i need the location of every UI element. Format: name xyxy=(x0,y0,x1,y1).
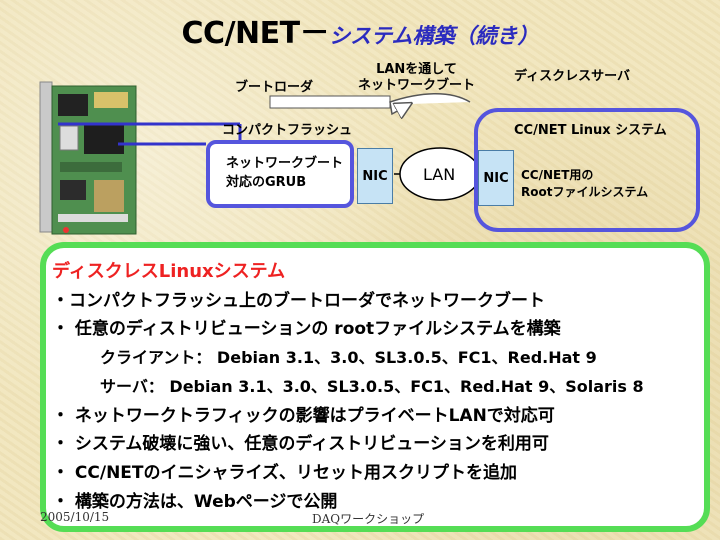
footer-event: DAQワークショップ xyxy=(312,510,424,527)
rootfs-label: CC/NET用の Rootファイルシステム xyxy=(521,167,648,201)
compact-flash-label: コンパクトフラッシュ xyxy=(222,123,352,139)
rootfs-line-1: CC/NET用の xyxy=(521,167,648,184)
grub-line-2: 対応のGRUB xyxy=(226,174,343,193)
footer-date: 2005/10/15 xyxy=(40,510,109,524)
grub-line-1: ネットワークブート xyxy=(226,155,343,174)
feature-heading: ディスクレスLinuxシステム xyxy=(52,258,644,287)
lan-boot-line-1: LANを通して xyxy=(358,62,475,78)
grub-label: ネットワークブート 対応のGRUB xyxy=(226,155,343,193)
feature-subitem-server: サーバ： Debian 3.1、3.0、SL3.0.5、FC1、Red.Hat … xyxy=(52,373,644,402)
lan-label: LAN xyxy=(423,165,455,184)
feature-item: ・ 任意のディストリビューションの rootファイルシステムを構築 xyxy=(52,315,644,344)
nic-left: NIC xyxy=(357,148,393,204)
feature-item: ・ CC/NETのイニシャライズ、リセット用スクリプトを追加 xyxy=(52,459,644,488)
lan-boot-label: LANを通して ネットワークブート xyxy=(358,62,475,93)
rootfs-line-2: Rootファイルシステム xyxy=(521,184,648,201)
network-boot-arrow xyxy=(390,94,470,114)
feature-subitem-client: クライアント： Debian 3.1、3.0、SL3.0.5、FC1、Red.H… xyxy=(52,344,644,373)
feature-item: ・ ネットワークトラフィックの影響はプライベートLANで対応可 xyxy=(52,402,644,431)
lan-boot-line-2: ネットワークブート xyxy=(358,78,475,94)
feature-list: ディスクレスLinuxシステム ・コンパクトフラッシュ上のブートローダでネットワ… xyxy=(52,258,644,516)
diskless-server-label: ディスクレスサーバ xyxy=(514,69,630,85)
bootloader-label: ブートローダ xyxy=(235,80,313,96)
feature-item: ・ システム破壊に強い、任意のディストリビューションを利用可 xyxy=(52,430,644,459)
feature-item: ・コンパクトフラッシュ上のブートローダでネットワークブート xyxy=(52,287,644,316)
nic-right: NIC xyxy=(478,150,514,206)
network-boot-arrow-body xyxy=(270,96,390,108)
